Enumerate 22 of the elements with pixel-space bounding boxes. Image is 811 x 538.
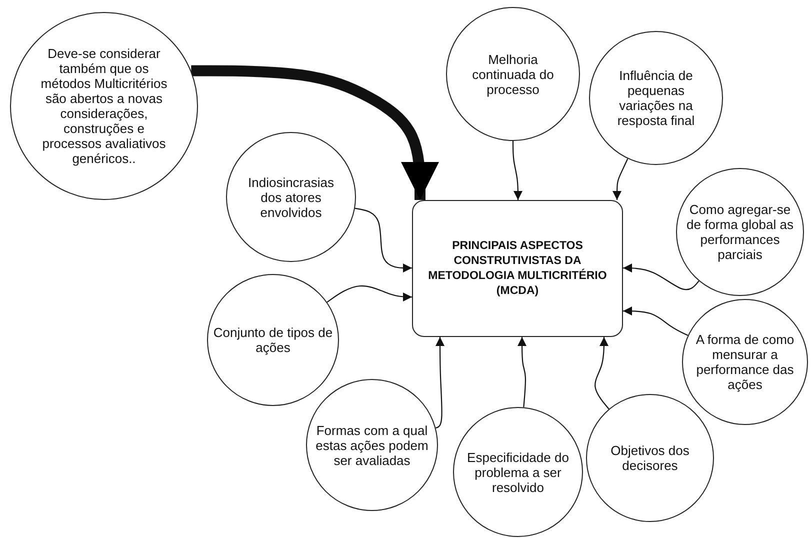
node-text: A forma de como mensurar a performance das ações (694, 332, 796, 392)
node-text: PRINCIPAIS ASPECTOS CONSTRUTIVISTAS DA METODOLOGIA MULTICRITÉRIO (MCDA) (428, 238, 608, 298)
node-text: Especificidade do problema a ser resolvido (466, 450, 570, 494)
arrow (623, 306, 688, 336)
arrow (594, 337, 610, 410)
arrow (512, 141, 522, 200)
arrow (518, 337, 526, 408)
thick-arrow (191, 65, 439, 200)
arrow (436, 337, 444, 428)
topic-box (412, 200, 623, 337)
node-text: Como agregar-se de forma global as performances parciais (686, 202, 794, 262)
node-text: Influência de pequenas variações na resposta final (616, 68, 696, 128)
arrow (612, 158, 628, 200)
node-text: Deve-se considerar também que os métodos Multicritérios são abertos a novas considerações, construções e processos avaliativos genéricos.. (40, 46, 168, 166)
arrow (623, 264, 700, 290)
node-text: Objetivos dos decisores (610, 443, 690, 473)
node-text: Conjunto de tipos de ações (213, 325, 333, 355)
arrow (354, 208, 412, 272)
node-text: Formas com a qual estas ações podem ser avaliadas (314, 422, 430, 468)
node-text: Melhoria continuada do processo (471, 52, 555, 96)
arrow (326, 285, 412, 303)
node-text: Indiosincrasias dos atores envolvidos (247, 174, 335, 220)
